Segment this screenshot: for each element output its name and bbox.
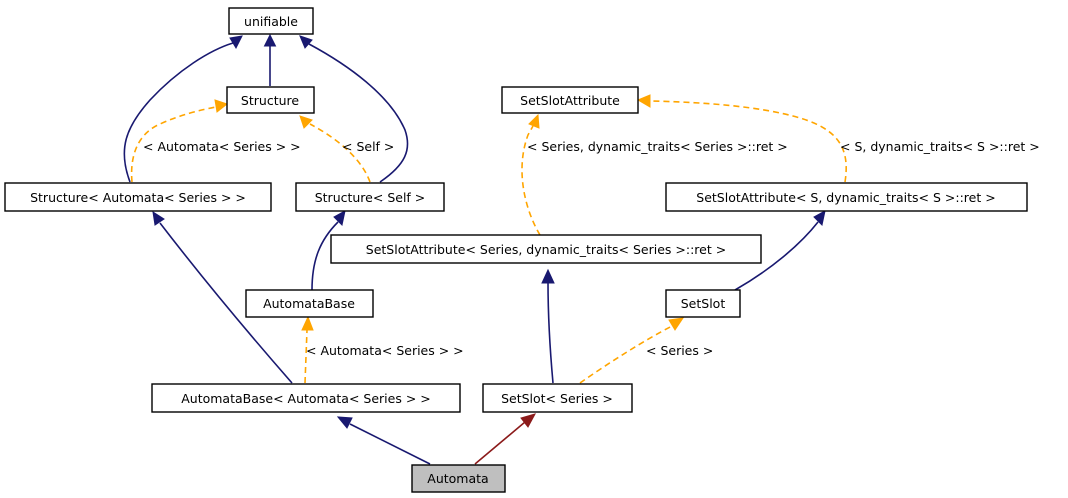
node-unifiable[interactable]: unifiable	[228, 7, 314, 35]
node-label: Structure< Automata< Series > >	[30, 190, 246, 205]
node-label: SetSlot< Series >	[501, 391, 613, 406]
node-label: AutomataBase< Automata< Series > >	[181, 391, 431, 406]
edge-setslotattribute-s-to-setslotattribute	[636, 94, 847, 183]
node-label: Structure< Self >	[315, 190, 426, 205]
edge-label-automata-series-1: < Automata< Series > >	[143, 139, 301, 154]
node-label: AutomataBase	[263, 296, 355, 311]
node-automata[interactable]: Automata	[411, 464, 506, 493]
edge-label-automata-series-2: < Automata< Series > >	[306, 343, 464, 358]
edge-structure-self-to-structure	[299, 115, 371, 183]
node-label: SetSlotAttribute< Series, dynamic_traits…	[366, 242, 726, 257]
edge-automatabase-to-structure-self	[311, 210, 346, 291]
node-setslot-series[interactable]: SetSlot< Series >	[482, 383, 633, 413]
edge-setslot-series-to-setslot	[579, 317, 685, 384]
edge-setslotattribute-series-to-setslotattribute	[521, 113, 541, 236]
edge-automatabase-automata-to-automatabase	[301, 315, 314, 384]
edge-label-s-dynamic: < S, dynamic_traits< S >::ret >	[840, 139, 1040, 154]
node-setslot[interactable]: SetSlot	[665, 289, 741, 318]
node-setslotattribute-series[interactable]: SetSlotAttribute< Series, dynamic_traits…	[330, 234, 762, 264]
edge-label-self: < Self >	[342, 139, 394, 154]
edge-structure-self-to-unifiable	[299, 35, 409, 183]
edge-setslot-series-to-setslotattribute-series	[541, 268, 555, 384]
node-label: unifiable	[244, 14, 298, 29]
node-setslotattribute[interactable]: SetSlotAttribute	[501, 86, 639, 114]
node-structure-automata[interactable]: Structure< Automata< Series > >	[4, 182, 272, 212]
edge-setslot-to-setslotattribute-s	[734, 210, 826, 291]
node-label: SetSlot	[681, 296, 726, 311]
node-label: Structure	[241, 93, 299, 108]
edge-automata-to-automatabase-automata	[336, 416, 431, 465]
edge-automata-to-setslot-series	[474, 413, 537, 465]
node-structure[interactable]: Structure	[226, 86, 315, 114]
node-label: Automata	[427, 471, 488, 486]
node-automatabase-automata[interactable]: AutomataBase< Automata< Series > >	[151, 383, 461, 413]
edge-automatabase-automata-to-structure-automata	[152, 210, 293, 384]
node-label: SetSlotAttribute< S, dynamic_traits< S >…	[696, 190, 995, 205]
node-structure-self[interactable]: Structure< Self >	[295, 182, 445, 212]
edge-structure-automata-to-unifiable	[123, 35, 243, 183]
node-label: SetSlotAttribute	[520, 93, 620, 108]
edge-structure-to-unifiable	[263, 33, 277, 86]
node-setslotattribute-s[interactable]: SetSlotAttribute< S, dynamic_traits< S >…	[665, 182, 1028, 212]
node-automatabase[interactable]: AutomataBase	[245, 289, 374, 318]
edge-label-series: < Series >	[646, 343, 713, 358]
edge-structure-automata-to-structure	[130, 99, 229, 183]
edge-label-series-dynamic: < Series, dynamic_traits< Series >::ret …	[527, 139, 788, 154]
